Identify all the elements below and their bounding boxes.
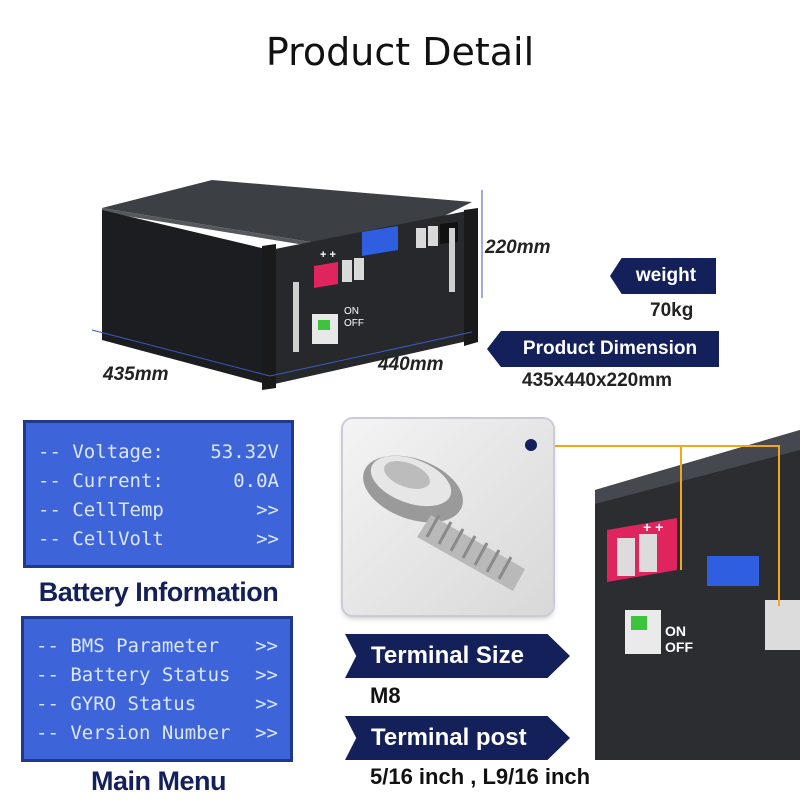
lcd-row-value: >> [256,528,279,550]
terminal-closeup: ON OFF + + [555,430,800,760]
bolt-icon [363,439,537,591]
device-lcd [707,556,759,586]
dimension-value: 435x440x220mm [522,370,673,391]
terminal-post-ribbon: Terminal post [345,716,570,760]
lcd-row-value: >> [255,722,278,744]
positive-terminal [314,262,338,288]
lcd-row-value: 0.0A [233,470,279,492]
lcd-row-label: -- Battery Status [36,664,231,686]
lcd-row-label: -- Current: [38,470,164,492]
battery-illustration: ON OFF + + [91,180,483,390]
width-dimension: 440mm [378,354,444,375]
depth-dimension: 435mm [103,364,169,385]
lcd-row-label: -- BMS Parameter [36,635,220,657]
lcd-row-label: -- GYRO Status [36,693,197,715]
plus-label: + + [320,249,336,261]
main-menu-lcd: -- BMS Parameter >> -- Battery Status >>… [21,616,293,762]
on-label: ON [665,623,686,639]
terminal-post-value: 5/16 inch , L9/16 inch [370,764,591,789]
lcd-row-value: >> [255,664,278,686]
terminal-size-ribbon: Terminal Size [345,634,570,678]
lcd-row-value: 53.32V [210,441,279,463]
terminal-size-value: M8 [370,683,401,708]
lcd-row-label: -- CellTemp [38,499,164,521]
battery-info-caption: Battery Information [38,577,279,607]
height-dimension: 220mm [485,237,551,258]
lcd-row-value: >> [255,635,278,657]
lcd-row-value: >> [255,693,278,715]
off-label: OFF [344,318,364,329]
off-label: OFF [665,639,693,655]
main-menu-caption: Main Menu [91,766,227,796]
lcd-row-value: >> [256,499,279,521]
battery-side [102,210,270,385]
plus-label: + + [643,519,663,535]
lcd-row-label: -- Version Number [36,722,231,744]
lcd-row-label: -- CellVolt [38,528,164,550]
battery-lcd [362,226,398,256]
page-title: Product Detail [265,30,535,74]
lcd-row-label: -- Voltage: [38,441,164,463]
weight-value: 70kg [650,300,694,321]
terminal-bolt-card [343,419,553,615]
weight-ribbon: weight [610,258,716,294]
battery-info-lcd: -- Voltage: 53.32V -- Current: 0.0A -- C… [23,420,294,568]
on-label: ON [344,306,359,317]
dimension-ribbon: Product Dimension [487,331,719,367]
